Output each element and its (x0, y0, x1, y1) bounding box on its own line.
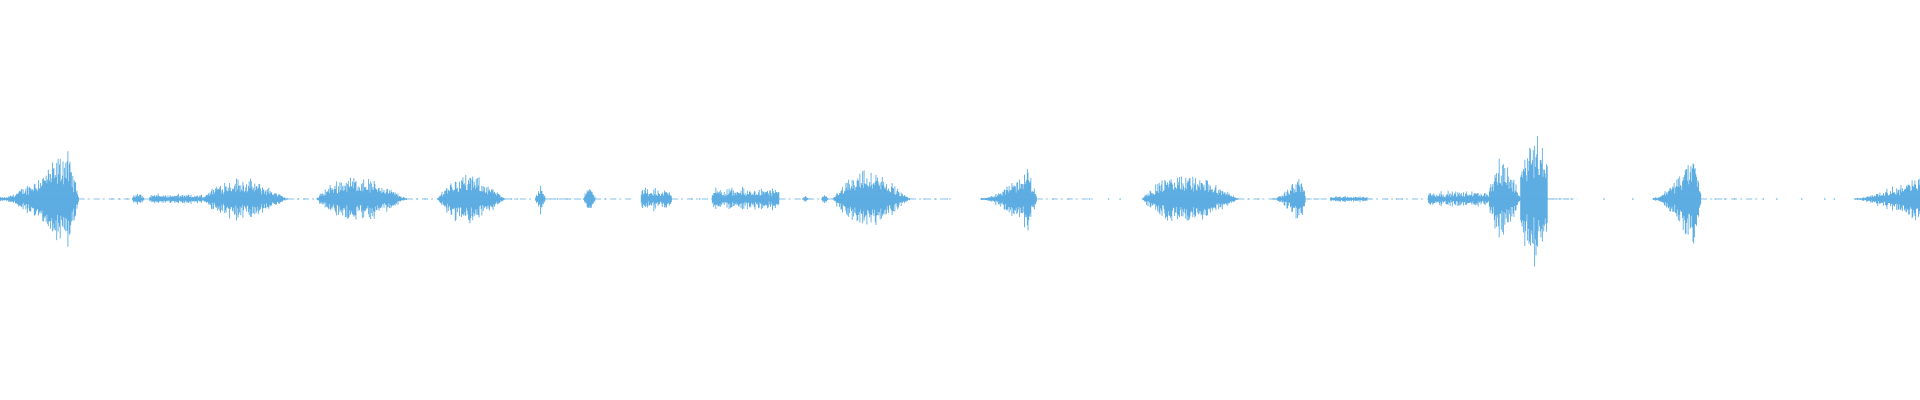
waveform-segment (201, 178, 289, 221)
waveform-peaks (535, 185, 546, 215)
waveform-segment (316, 177, 408, 220)
waveform-segment (535, 185, 546, 215)
waveform-segment (640, 187, 672, 212)
waveform-segment (583, 188, 596, 209)
waveform-peaks (1487, 158, 1521, 238)
waveform-segment (0, 151, 79, 247)
waveform-segment (832, 170, 911, 226)
waveform-segment (1487, 158, 1521, 238)
waveform-segment (1141, 176, 1239, 222)
waveform-peaks (1652, 163, 1702, 244)
waveform-segment (711, 186, 780, 211)
waveform-segment (980, 169, 1037, 231)
waveform-segment (1854, 178, 1920, 221)
waveform-peaks (832, 170, 911, 226)
waveform-segment (437, 174, 506, 224)
waveform-peaks (1520, 136, 1548, 267)
waveform-segment (1652, 163, 1702, 244)
waveform-segment (1520, 136, 1548, 267)
waveform-segment (149, 193, 203, 204)
waveform-peaks (980, 169, 1037, 231)
